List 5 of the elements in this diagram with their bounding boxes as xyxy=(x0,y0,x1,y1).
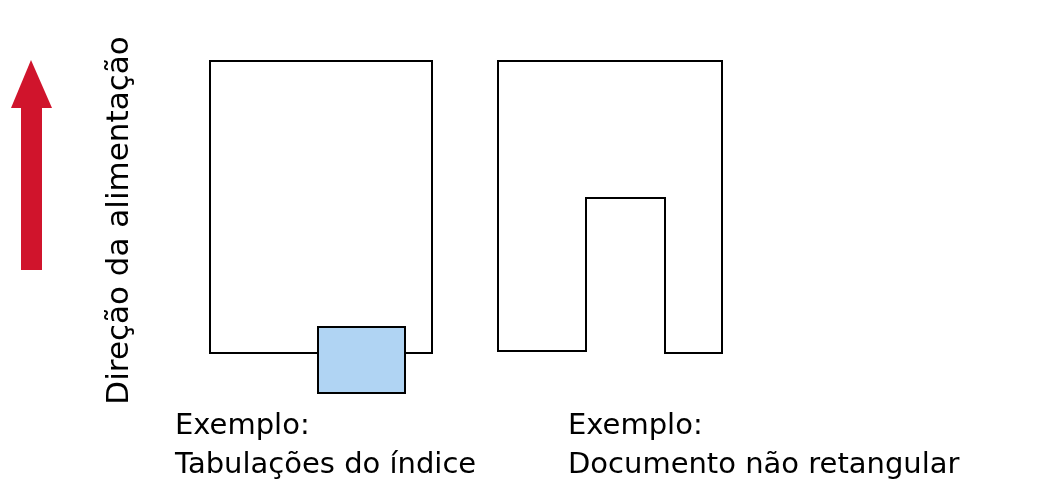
example-label: Exemplo: xyxy=(175,410,310,439)
example-label: Exemplo: xyxy=(568,410,703,439)
caption-label: Tabulações do índice xyxy=(175,449,477,478)
direction-label: Direção da alimentação xyxy=(101,35,133,405)
caption-label: Documento não retangular xyxy=(568,449,960,478)
